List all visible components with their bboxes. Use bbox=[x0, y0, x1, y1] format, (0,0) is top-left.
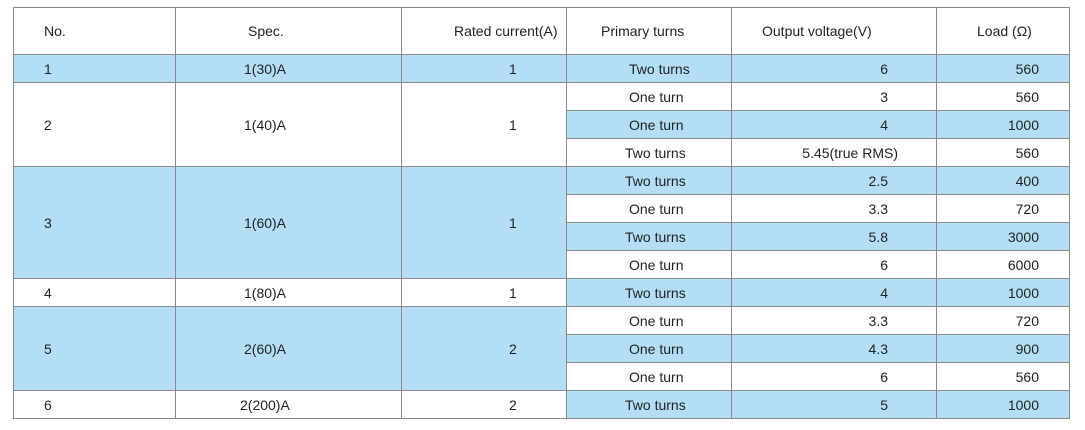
cell-output-voltage: 4.3 bbox=[731, 334, 937, 363]
table-row: 3 1(60)A 1 Two turns 2.5 400 bbox=[13, 166, 1070, 279]
cell-load: 560 bbox=[936, 54, 1070, 83]
cell-no: 2 bbox=[13, 82, 176, 167]
table-row: One turn 4.3 900 bbox=[14, 334, 1070, 363]
cell-output-voltage: 6 bbox=[731, 362, 937, 391]
cell-rated-current: 1 bbox=[401, 54, 567, 83]
cell-output-voltage: 3.3 bbox=[731, 194, 937, 223]
cell-load: 1000 bbox=[936, 110, 1070, 139]
cell-load: 720 bbox=[936, 306, 1070, 335]
table-row: 5 2(60)A 2 One turn 3.3 720 bbox=[13, 306, 1070, 391]
table-row: One turn 6 6000 bbox=[14, 250, 1070, 279]
cell-no: 1 bbox=[13, 54, 176, 83]
cell-load: 720 bbox=[936, 194, 1070, 223]
cell-load: 1000 bbox=[936, 390, 1070, 419]
cell-rated-current: 1 bbox=[401, 278, 567, 307]
cell-primary-turns: Two turns bbox=[566, 138, 732, 167]
cell-primary-turns: One turn bbox=[566, 110, 732, 139]
cell-primary-turns: Two turns bbox=[566, 390, 732, 419]
table-row: 1 1(30)A 1 Two turns 6 560 bbox=[13, 54, 1070, 83]
table-row: One turn 4 1000 bbox=[14, 110, 1070, 139]
cell-output-voltage: 3 bbox=[731, 82, 937, 111]
cell-rated-current: 1 bbox=[401, 82, 567, 167]
cell-load: 400 bbox=[936, 166, 1070, 195]
cell-load: 900 bbox=[936, 334, 1070, 363]
cell-primary-turns: Two turns bbox=[566, 166, 732, 195]
cell-spec: 1(30)A bbox=[175, 54, 402, 83]
cell-primary-turns: Two turns bbox=[566, 278, 732, 307]
cell-no: 5 bbox=[13, 306, 176, 391]
header-rated-current: Rated current(A) bbox=[401, 7, 567, 55]
cell-load: 1000 bbox=[936, 278, 1070, 307]
header-primary-turns: Primary turns bbox=[566, 7, 732, 55]
cell-primary-turns: One turn bbox=[566, 250, 732, 279]
table-row: One turn 6 560 bbox=[14, 362, 1070, 391]
cell-load: 3000 bbox=[936, 222, 1070, 251]
cell-spec: 1(60)A bbox=[175, 166, 402, 279]
cell-load: 560 bbox=[936, 82, 1070, 111]
cell-output-voltage: 3.3 bbox=[731, 306, 937, 335]
cell-no: 6 bbox=[13, 390, 176, 419]
table-row: 6 2(200)A 2 Two turns 5 1000 bbox=[13, 390, 1070, 419]
cell-primary-turns: One turn bbox=[566, 334, 732, 363]
cell-output-voltage: 5 bbox=[731, 390, 937, 419]
cell-rated-current: 2 bbox=[401, 390, 567, 419]
header-no: No. bbox=[13, 7, 176, 55]
cell-primary-turns: One turn bbox=[566, 194, 732, 223]
header-row: No. Spec. Rated current(A) Primary turns… bbox=[13, 7, 1070, 55]
cell-primary-turns: One turn bbox=[566, 82, 732, 111]
cell-output-voltage: 4 bbox=[731, 110, 937, 139]
header-load: Load (Ω) bbox=[936, 7, 1070, 55]
cell-primary-turns: Two turns bbox=[566, 54, 732, 83]
cell-output-voltage: 6 bbox=[731, 250, 937, 279]
cell-primary-turns: One turn bbox=[566, 306, 732, 335]
table-row: Two turns 5.45(true RMS) 560 bbox=[14, 138, 1070, 167]
cell-primary-turns: Two turns bbox=[566, 222, 732, 251]
cell-spec: 2(200)A bbox=[175, 390, 402, 419]
cell-spec: 1(40)A bbox=[175, 82, 402, 167]
cell-rated-current: 2 bbox=[401, 306, 567, 391]
cell-no: 3 bbox=[13, 166, 176, 279]
table-row: 4 1(80)A 1 Two turns 4 1000 bbox=[13, 278, 1070, 307]
spec-table: No. Spec. Rated current(A) Primary turns… bbox=[13, 7, 1070, 419]
cell-spec: 2(60)A bbox=[175, 306, 402, 391]
cell-load: 560 bbox=[936, 138, 1070, 167]
cell-spec: 1(80)A bbox=[175, 278, 402, 307]
table-row: 2 1(40)A 1 One turn 3 560 bbox=[13, 82, 1070, 167]
cell-output-voltage: 5.45(true RMS) bbox=[731, 138, 937, 167]
cell-output-voltage: 5.8 bbox=[731, 222, 937, 251]
cell-rated-current: 1 bbox=[401, 166, 567, 279]
cell-primary-turns: One turn bbox=[566, 362, 732, 391]
cell-output-voltage: 2.5 bbox=[731, 166, 937, 195]
cell-output-voltage: 6 bbox=[731, 54, 937, 83]
header-spec: Spec. bbox=[175, 7, 402, 55]
cell-no: 4 bbox=[13, 278, 176, 307]
cell-load: 560 bbox=[936, 362, 1070, 391]
header-output-voltage: Output voltage(V) bbox=[731, 7, 937, 55]
cell-output-voltage: 4 bbox=[731, 278, 937, 307]
cell-load: 6000 bbox=[936, 250, 1070, 279]
